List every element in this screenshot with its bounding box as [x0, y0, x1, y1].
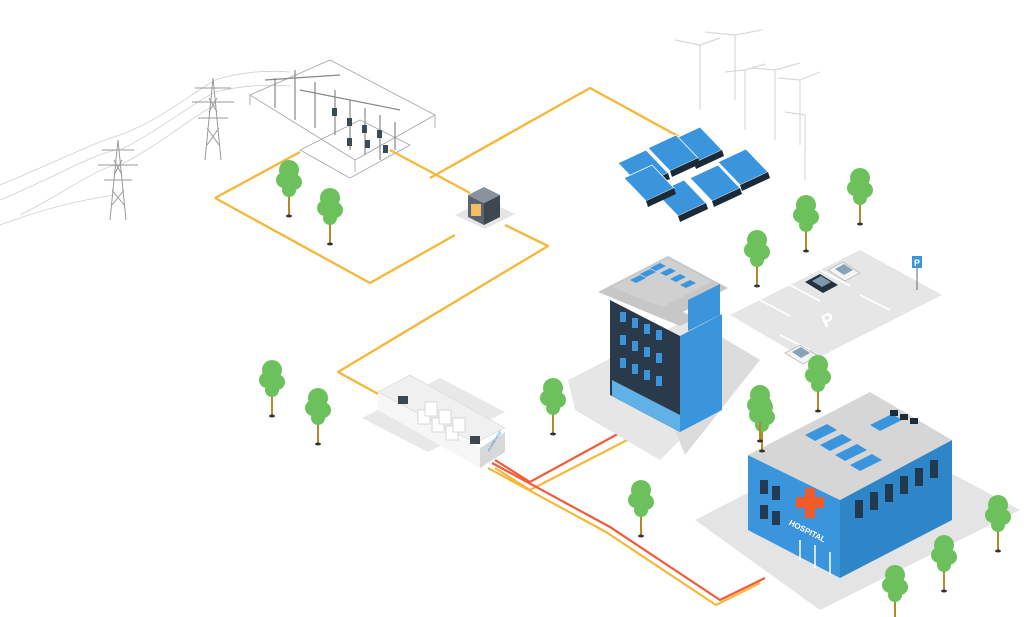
tree-icon	[985, 495, 1011, 553]
solar-panel-icon	[623, 164, 676, 207]
parking-lot-icon: P P	[730, 250, 942, 365]
trees	[259, 160, 1011, 617]
solar-panel-icon	[689, 164, 742, 207]
solar-panel-icon	[717, 148, 770, 191]
transmission-tower-icon	[98, 139, 138, 221]
power-line-underground	[487, 429, 766, 607]
tree-icon	[305, 388, 331, 446]
transmission-tower-icon	[192, 77, 234, 161]
parking-sign-label: P	[914, 258, 920, 268]
tree-icon	[847, 168, 873, 226]
car-icon	[827, 261, 861, 282]
hospital-cross-icon	[796, 488, 824, 518]
substation-icon	[249, 59, 436, 179]
tree-icon	[317, 188, 343, 246]
wind-turbine-icon	[674, 29, 821, 180]
battery-storage-icon: eViewEnergy	[362, 374, 506, 468]
office-building-icon	[568, 256, 760, 460]
transformer-icon	[455, 187, 515, 229]
hospital-icon: HOSPITAL	[695, 392, 1020, 610]
transmission-wires	[0, 70, 291, 226]
tree-icon	[276, 160, 302, 218]
tree-icon	[805, 355, 831, 413]
tree-icon	[628, 480, 654, 538]
tree-icon	[747, 385, 773, 443]
tree-icon	[540, 378, 566, 436]
power-line	[214, 86, 686, 397]
car-icon	[805, 274, 838, 293]
solar-panel-icon	[647, 134, 700, 177]
tree-icon	[882, 565, 908, 617]
parking-sign: P	[912, 256, 922, 290]
tree-icon	[931, 535, 957, 593]
tree-icon	[259, 360, 285, 418]
tree-icon	[744, 230, 770, 288]
tree-icon	[793, 195, 819, 253]
solar-panel-array	[617, 126, 770, 222]
